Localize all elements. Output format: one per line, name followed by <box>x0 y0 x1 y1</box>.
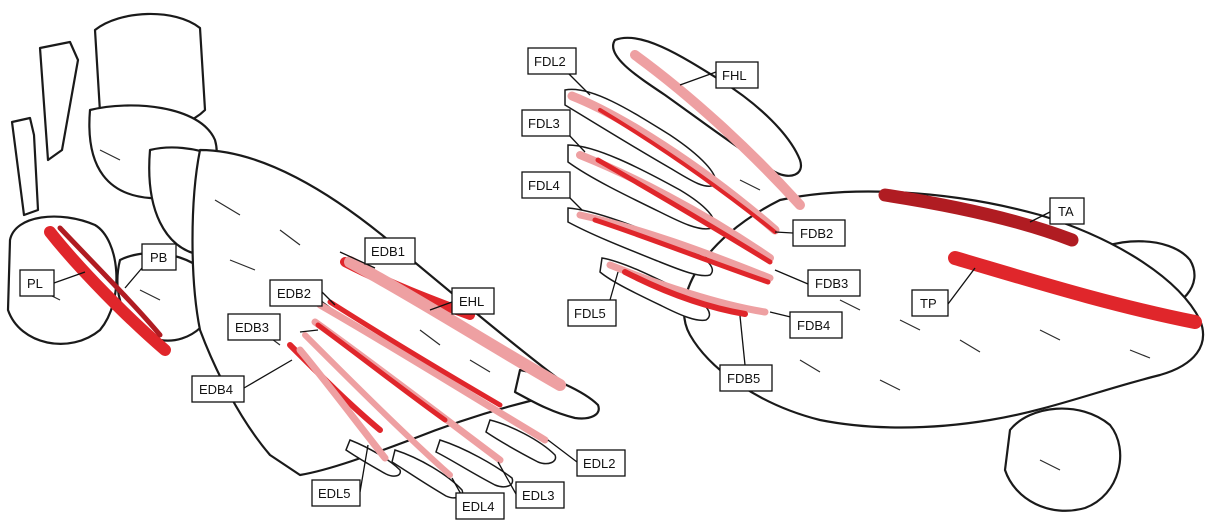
svg-text:TP: TP <box>920 296 937 311</box>
label-fdl4: FDL4 <box>522 172 570 198</box>
svg-text:PB: PB <box>150 250 167 265</box>
label-ehl: EHL <box>452 288 494 314</box>
label-pl: PL <box>20 270 54 296</box>
svg-text:FDL2: FDL2 <box>534 54 566 69</box>
label-edl5: EDL5 <box>312 480 360 506</box>
svg-text:EDB2: EDB2 <box>277 286 311 301</box>
svg-text:TA: TA <box>1058 204 1074 219</box>
svg-text:EDL4: EDL4 <box>462 499 495 514</box>
svg-text:FDB5: FDB5 <box>727 371 760 386</box>
label-ta: TA <box>1050 198 1084 224</box>
svg-text:EDL2: EDL2 <box>583 456 616 471</box>
left-fibula-bone <box>40 42 78 160</box>
label-edl4: EDL4 <box>456 493 504 519</box>
label-edl2: EDL2 <box>577 450 625 476</box>
label-fdl2: FDL2 <box>528 48 576 74</box>
label-edb4: EDB4 <box>192 376 244 402</box>
label-edb2: EDB2 <box>270 280 322 306</box>
right-foot-plantar-view <box>565 38 1203 511</box>
label-tp: TP <box>912 290 948 316</box>
label-fdl3: FDL3 <box>522 110 570 136</box>
svg-text:FHL: FHL <box>722 68 747 83</box>
label-pb: PB <box>142 244 176 270</box>
label-fdb4: FDB4 <box>790 312 842 338</box>
svg-text:FDB4: FDB4 <box>797 318 830 333</box>
svg-text:FDL4: FDL4 <box>528 178 560 193</box>
label-fhl: FHL <box>716 62 758 88</box>
svg-text:EHL: EHL <box>459 294 484 309</box>
svg-text:FDL5: FDL5 <box>574 306 606 321</box>
label-edb1: EDB1 <box>365 238 415 264</box>
label-fdb3: FDB3 <box>808 270 860 296</box>
svg-text:EDL3: EDL3 <box>522 488 555 503</box>
svg-text:EDB4: EDB4 <box>199 382 233 397</box>
svg-text:FDB2: FDB2 <box>800 226 833 241</box>
left-fibula-tip-bone <box>12 118 38 215</box>
label-edl3: EDL3 <box>516 482 564 508</box>
svg-text:FDB3: FDB3 <box>815 276 848 291</box>
right-calcaneus-bone <box>1005 409 1120 511</box>
svg-text:PL: PL <box>27 276 43 291</box>
left-foot-dorsal-view <box>8 14 599 498</box>
svg-text:EDB1: EDB1 <box>371 244 405 259</box>
label-edb3: EDB3 <box>228 314 280 340</box>
label-fdl5: FDL5 <box>568 300 616 326</box>
svg-text:EDL5: EDL5 <box>318 486 351 501</box>
svg-text:EDB3: EDB3 <box>235 320 269 335</box>
svg-text:FDL3: FDL3 <box>528 116 560 131</box>
label-fdb5: FDB5 <box>720 365 772 391</box>
label-fdb2: FDB2 <box>793 220 845 246</box>
